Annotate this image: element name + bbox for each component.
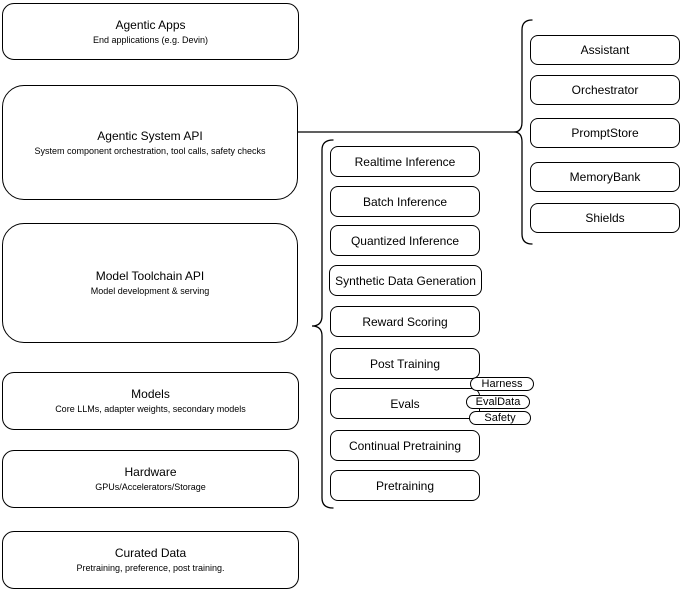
node-realtime-inference: Realtime Inference [330, 146, 480, 177]
node-pretraining: Pretraining [330, 470, 480, 501]
node-quantized-inference: Quantized Inference [330, 225, 480, 256]
node-curated-data: Curated Data Pretraining, preference, po… [2, 531, 299, 589]
node-subtitle: GPUs/Accelerators/Storage [95, 482, 206, 492]
node-label: Batch Inference [362, 194, 448, 209]
node-label: Evals [390, 396, 420, 411]
node-evals-harness: Harness [470, 377, 534, 391]
node-hardware: Hardware GPUs/Accelerators/Storage [2, 450, 299, 508]
node-models: Models Core LLMs, adapter weights, secon… [2, 372, 299, 430]
node-reward-scoring: Reward Scoring [330, 306, 480, 337]
node-title: Agentic Apps [115, 17, 186, 32]
node-title: Agentic System API [97, 128, 203, 143]
node-label: Pretraining [375, 478, 435, 493]
node-label: Shields [585, 211, 625, 225]
node-evals-evaldata: EvalData [466, 395, 530, 409]
node-assistant: Assistant [530, 35, 680, 65]
node-continual-pretraining: Continual Pretraining [330, 430, 480, 461]
node-label: PromptStore [571, 126, 639, 140]
node-title: Curated Data [114, 546, 187, 560]
node-label: Realtime Inference [354, 154, 456, 169]
node-agentic-system-api: Agentic System API System component orch… [2, 85, 298, 200]
node-label: Assistant [580, 43, 630, 57]
node-agentic-apps: Agentic Apps End applications (e.g. Devi… [2, 3, 299, 60]
node-label: Synthetic Data Generation [335, 273, 476, 288]
node-label: Safety [484, 412, 516, 424]
node-subtitle: Pretraining, preference, post training. [76, 563, 225, 573]
node-subtitle: Core LLMs, adapter weights, secondary mo… [55, 404, 246, 414]
node-evals: Evals [330, 388, 480, 419]
node-subtitle: System component orchestration, tool cal… [34, 145, 266, 156]
node-title: Models [131, 387, 170, 401]
node-label: MemoryBank [569, 170, 641, 184]
node-synthetic-data-generation: Synthetic Data Generation [329, 265, 482, 296]
node-title: Model Toolchain API [95, 269, 205, 283]
node-promptstore: PromptStore [530, 118, 680, 148]
node-label: Quantized Inference [350, 233, 460, 248]
node-memorybank: MemoryBank [530, 162, 680, 192]
node-evals-safety: Safety [469, 411, 531, 425]
node-label: Reward Scoring [362, 314, 448, 329]
node-post-training: Post Training [330, 348, 480, 379]
node-orchestrator: Orchestrator [530, 75, 680, 105]
node-label: Post Training [369, 356, 441, 371]
node-label: EvalData [475, 396, 521, 408]
node-model-toolchain-api: Model Toolchain API Model development & … [2, 223, 298, 343]
node-label: Continual Pretraining [348, 438, 462, 453]
node-shields: Shields [530, 203, 680, 233]
node-label: Harness [481, 378, 523, 390]
node-batch-inference: Batch Inference [330, 186, 480, 217]
node-label: Orchestrator [571, 83, 639, 97]
node-subtitle: Model development & serving [90, 286, 210, 296]
node-subtitle: End applications (e.g. Devin) [92, 34, 209, 45]
node-title: Hardware [124, 465, 177, 479]
